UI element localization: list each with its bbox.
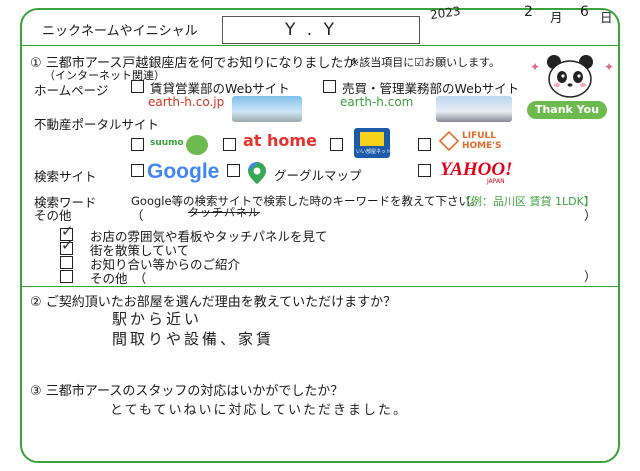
- date-day: 6: [580, 4, 592, 20]
- nickname-value: Y . Y: [285, 20, 337, 40]
- thank-you-badge: Thank You: [527, 101, 607, 119]
- offline-close-paren: ）: [584, 269, 597, 284]
- yahoo-logo: YAHOO!: [440, 159, 513, 180]
- homepage-label: ホームページ: [34, 83, 109, 98]
- search-word-instruction: Google等の検索サイトで検索した時のキーワードを教えて下さい。: [131, 194, 482, 208]
- chintai-logo: いい部屋ネット: [354, 128, 391, 158]
- q2-answer-line2: 間取りや設備、家賃: [112, 330, 275, 348]
- suumo-mascot-icon: [186, 135, 208, 155]
- google-logo: Google: [147, 160, 220, 183]
- offline-option-3-label: お知り合い等からのご紹介: [90, 257, 241, 272]
- panda-mascot-icon: [542, 52, 598, 100]
- date-month: 2: [524, 4, 536, 20]
- other-paren-close: ）: [584, 208, 597, 223]
- google-maps-pin-icon: [248, 162, 266, 184]
- search-googlemap-checkbox[interactable]: [227, 164, 240, 177]
- offline-option-4-label: その他 （: [90, 271, 147, 286]
- google-map-label: グーグルマップ: [274, 168, 362, 183]
- date-month-label: 月: [550, 10, 563, 25]
- search-word-label: 検索ワード: [34, 195, 97, 210]
- q1-note: ※該当項目に☑お願いします。: [350, 56, 500, 69]
- portal-athome-checkbox[interactable]: [223, 138, 236, 151]
- search-yahoo-checkbox[interactable]: [418, 164, 431, 177]
- yahoo-logo-sub: JAPAN: [487, 178, 505, 185]
- nickname-label: ニックネームやイニシャル: [42, 24, 198, 39]
- q1-title: ① 三都市アース戸越銀座店を何でお知りになりましたか: [30, 56, 357, 71]
- website-screenshot-thumbnail: [232, 96, 302, 122]
- date-day-label: 日: [600, 10, 613, 25]
- offline-option-2-label: 街を散策していて: [90, 243, 190, 258]
- portal-chintai-checkbox[interactable]: [330, 138, 343, 151]
- sparkle-icon: ✦: [530, 60, 541, 74]
- homepage-option2-title: 売買・管理業務部のWebサイト: [342, 81, 520, 96]
- homepage-option1-url: earth-h.co.jp: [148, 95, 225, 109]
- portal-label: 不動産ポータルサイト: [34, 117, 160, 132]
- lifull-logo: LIFULL HOME'S: [462, 131, 502, 151]
- divider: [22, 45, 618, 46]
- portal-suumo-checkbox[interactable]: [131, 138, 144, 151]
- internet-note: （インターネット関連）: [44, 69, 165, 82]
- homepage-option2-url: earth-h.com: [340, 95, 414, 109]
- portal-lifull-checkbox[interactable]: [418, 138, 431, 151]
- sparkle-icon-2: ✦: [604, 60, 615, 74]
- search-google-checkbox[interactable]: [131, 164, 144, 177]
- athome-logo: at home: [243, 131, 317, 150]
- q3-answer: とてもていねいに対応していただきました。: [110, 403, 409, 418]
- other-paren-open: （: [131, 208, 144, 223]
- other-label: その他: [34, 208, 72, 223]
- offline-option-4-checkbox[interactable]: [60, 270, 73, 283]
- offline-option-2-checkbox[interactable]: [60, 236, 74, 255]
- search-word-example: 【例：品川区 賃貸 1LDK】: [460, 195, 595, 208]
- offline-option-1-label: お店の雰囲気や看板やタッチパネルを見て: [90, 229, 328, 244]
- website-screenshot-thumbnail-2: [436, 96, 512, 122]
- q2-answer-line1: 駅から近い: [112, 310, 203, 328]
- q2-title: ② ご契約頂いたお部屋を選んだ理由を教えていただけますか？: [30, 295, 397, 310]
- search-site-label: 検索サイト: [34, 169, 97, 184]
- homepage-option2-checkbox[interactable]: [323, 80, 336, 93]
- nickname-field[interactable]: Y . Y: [222, 16, 420, 44]
- divider-2: [22, 286, 618, 287]
- homepage-option1-checkbox[interactable]: [131, 80, 144, 93]
- homepage-option1-title: 賃貸営業部のWebサイト: [150, 81, 290, 96]
- survey-frame: [20, 8, 620, 463]
- offline-option-3-checkbox[interactable]: [60, 256, 73, 269]
- q3-title: ③ 三都市アースのスタッフの対応はいかがでしたか？: [30, 384, 344, 399]
- suumo-logo: suumo: [150, 138, 184, 148]
- other-handwritten-struck: タッチパネル: [188, 206, 260, 219]
